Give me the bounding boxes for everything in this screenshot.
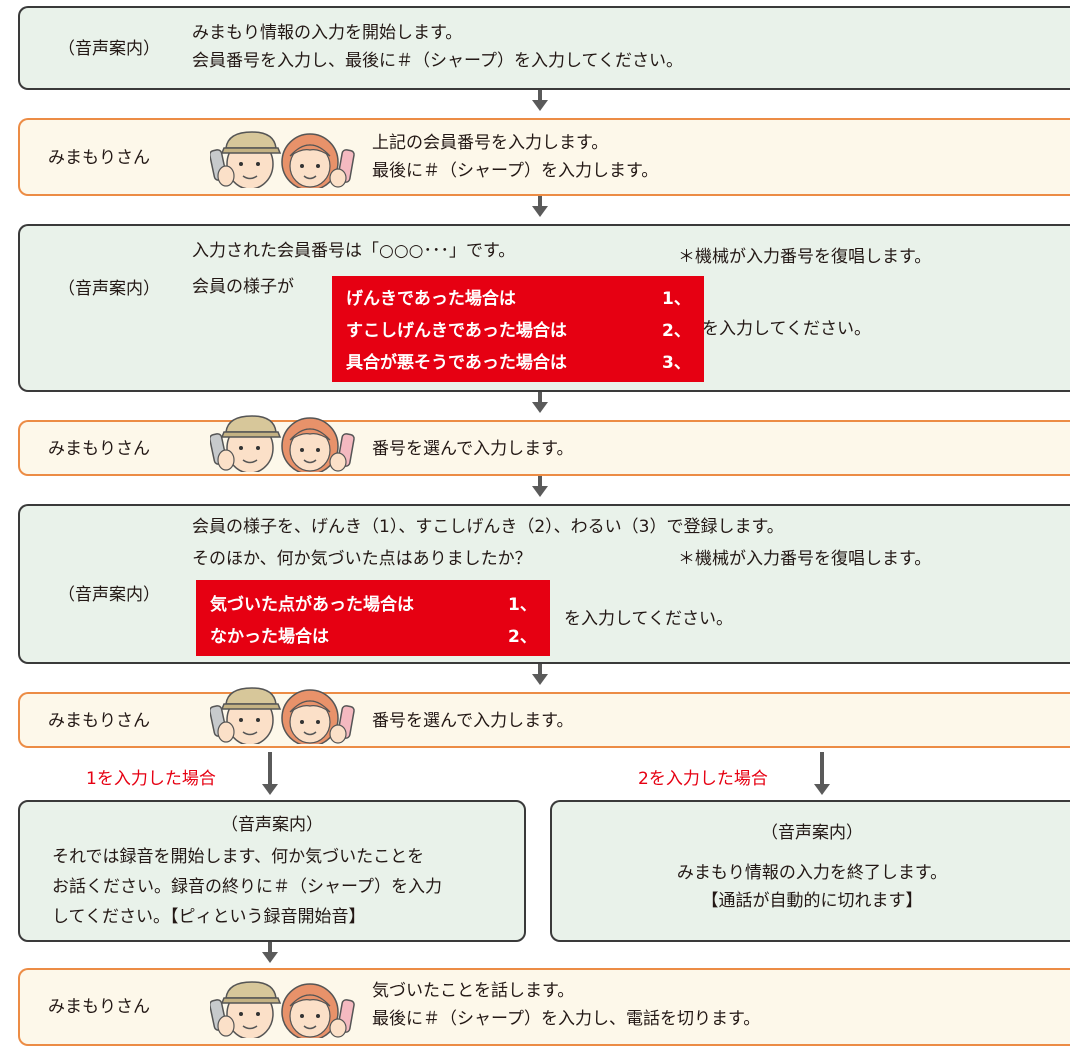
echo-note: ＊機械が入力番号を復唱します。 — [678, 247, 932, 267]
step-text: を入力してください。 — [702, 319, 871, 339]
option-number: 2、 — [508, 627, 537, 647]
option-text: げんきであった場合は — [346, 289, 516, 309]
people-illustration — [210, 981, 356, 1038]
user-label: みまもりさん — [48, 439, 150, 459]
voice-step-start: （音声案内） みまもり情報の入力を開始します。 会員番号を入力し、最後に＃（シャ… — [18, 6, 1070, 90]
step-text: 会員番号を入力し、最後に＃（シャープ）を入力してください。 — [192, 51, 683, 71]
people-illustration — [210, 415, 356, 472]
step-text: 最後に＃（シャープ）を入力し、電話を切ります。 — [372, 1009, 761, 1029]
people-illustration — [210, 131, 356, 188]
echo-note: ＊機械が入力番号を復唱します。 — [678, 549, 932, 569]
voice-guidance-label: （音声案内） — [221, 815, 323, 835]
voice-step-condition: 入力された会員番号は「○○○･･･」です。 ＊機械が入力番号を復唱します。 （音… — [18, 224, 1070, 392]
branch-label: 2を入力した場合 — [638, 769, 768, 789]
option-number: 3、 — [662, 353, 691, 373]
option-text: なかった場合は — [210, 627, 329, 647]
user-step-enter-member: みまもりさん 上記の会員番号を入力します。 最後に＃（シャープ）を入力します。 — [18, 118, 1070, 196]
voice-guidance-label: （音声案内） — [761, 823, 863, 843]
step-text: みまもり情報の入力を開始します。 — [192, 23, 463, 43]
option-number: 2、 — [662, 321, 691, 341]
step-text: それでは録音を開始します、何か気づいたことを — [52, 847, 425, 867]
step-text: 会員の様子が — [192, 277, 294, 297]
step-text: 上記の会員番号を入力します。 — [372, 133, 609, 153]
step-text: してください。【ピィという録音開始音】 — [52, 907, 366, 927]
step-text: 番号を選んで入力します。 — [372, 439, 574, 459]
step-text: を入力してください。 — [564, 609, 733, 629]
branch-label: 1を入力した場合 — [86, 769, 216, 789]
option-text: 気づいた点があった場合は — [210, 595, 414, 615]
user-step-speak: みまもりさん 気づいたことを話します。 最後に＃（シャープ）を入力し、電話を切り… — [18, 968, 1070, 1046]
step-text: 番号を選んで入力します。 — [372, 711, 574, 731]
user-step-select-notice: みまもりさん 番号を選んで入力します。 — [18, 687, 1070, 748]
option-number: 1、 — [662, 289, 691, 309]
user-step-select-condition: みまもりさん 番号を選んで入力します。 — [18, 415, 1070, 476]
user-label: みまもりさん — [48, 997, 150, 1017]
option-number: 1、 — [508, 595, 537, 615]
step-text: 最後に＃（シャープ）を入力します。 — [372, 161, 659, 181]
step-text: みまもり情報の入力を終了します。 — [676, 863, 948, 883]
people-illustration — [210, 687, 356, 744]
option-text: すこしげんきであった場合は — [346, 321, 567, 341]
step-text: 入力された会員番号は「○○○･･･」です。 — [192, 241, 516, 261]
step-text: そのほか、何か気づいた点はありましたか？ — [192, 549, 532, 569]
voice-guidance-label: （音声案内） — [58, 39, 160, 59]
voice-step-notice: 会員の様子を、げんき（1）、すこしげんき（2）、わるい（3）で登録します。 その… — [18, 504, 1070, 664]
voice-step-end: （音声案内） みまもり情報の入力を終了します。 【通話が自動的に切れます】 — [550, 800, 1070, 942]
condition-options-box: げんきであった場合は 1、 すこしげんきであった場合は 2、 具合が悪そうであっ… — [332, 276, 704, 382]
voice-guidance-label: （音声案内） — [58, 585, 160, 605]
voice-step-record: （音声案内） それでは録音を開始します、何か気づいたことを お話ください。録音の… — [18, 800, 526, 942]
step-text: 気づいたことを話します。 — [372, 981, 575, 1001]
notice-options-box: 気づいた点があった場合は 1、 なかった場合は 2、 — [196, 580, 550, 656]
step-text: 【通話が自動的に切れます】 — [701, 891, 923, 911]
option-text: 具合が悪そうであった場合は — [346, 353, 567, 373]
voice-guidance-label: （音声案内） — [58, 279, 160, 299]
user-label: みまもりさん — [48, 148, 150, 168]
step-text: 会員の様子を、げんき（1）、すこしげんき（2）、わるい（3）で登録します。 — [192, 517, 784, 537]
step-text: お話ください。録音の終りに＃（シャープ）を入力 — [52, 877, 442, 897]
user-label: みまもりさん — [48, 711, 150, 731]
